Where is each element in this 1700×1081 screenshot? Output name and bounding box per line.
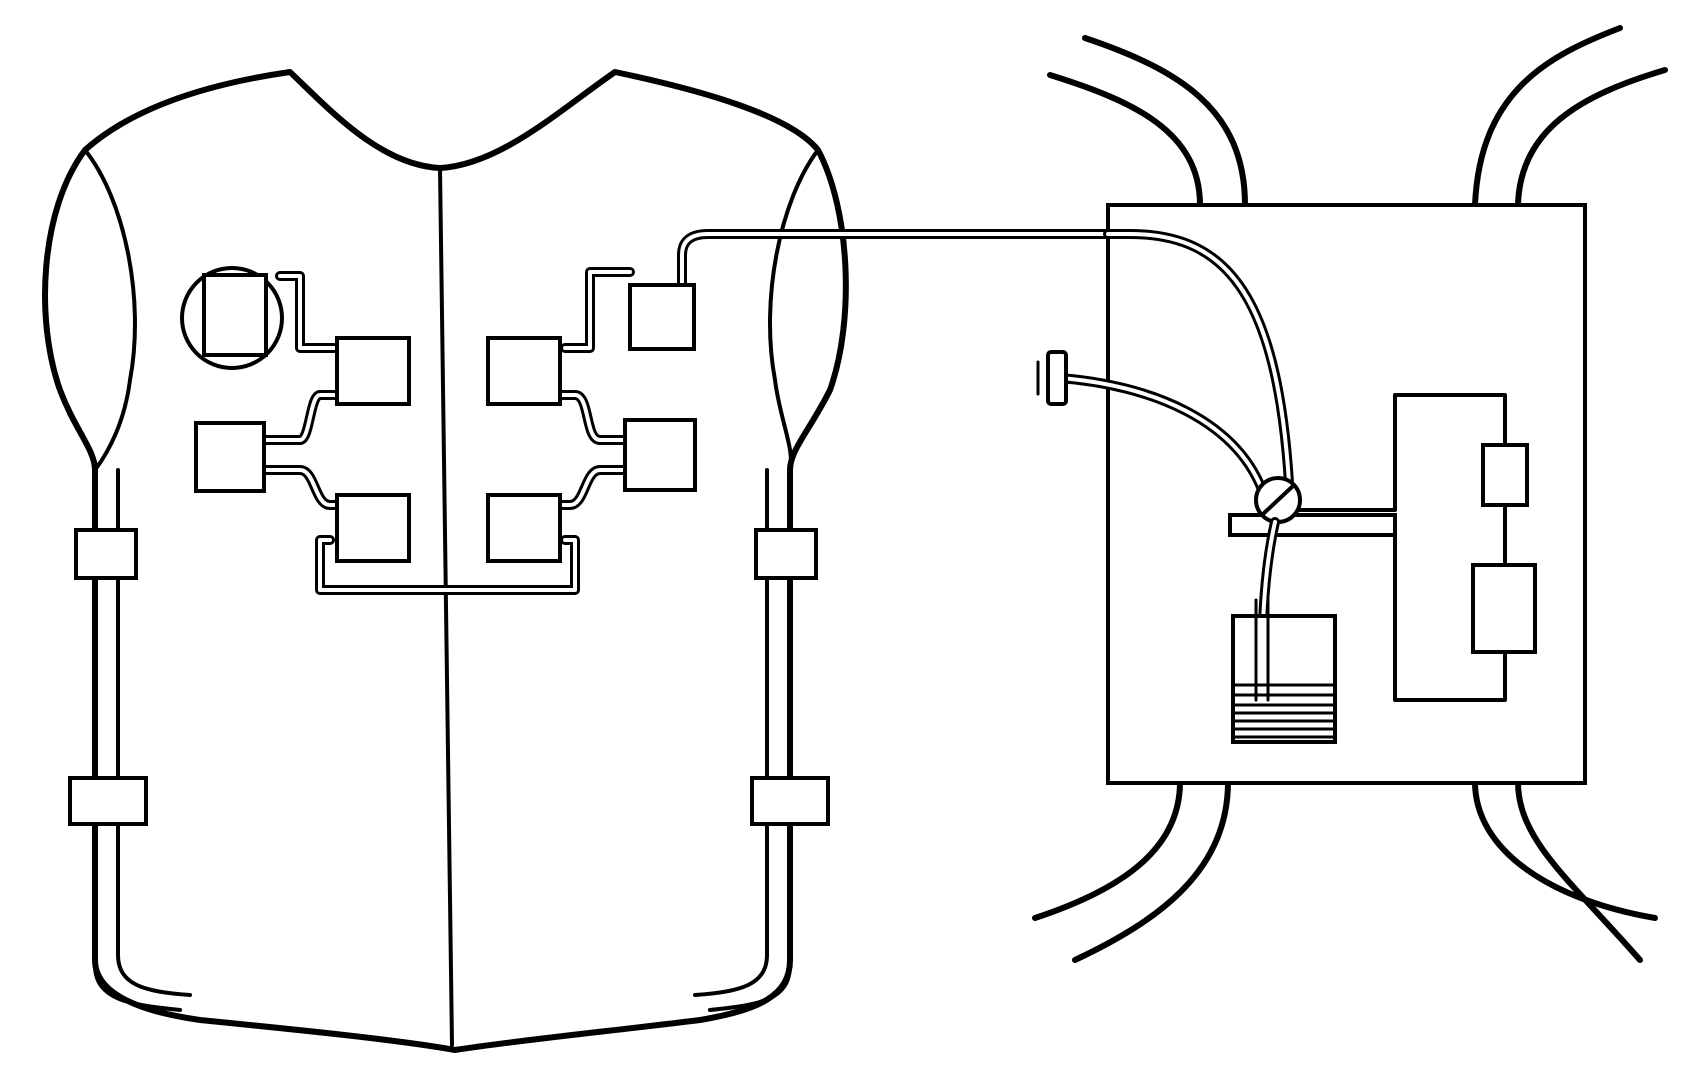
left-buckle-lower [68,776,148,826]
left-pad-3 [194,421,266,493]
right-side-strap-inner [693,468,769,997]
bottom-left-strap-outer [1032,779,1183,921]
right-buckle-upper [754,528,818,580]
manifold-bar [1228,513,1397,537]
right-buckle-lower [750,776,830,826]
left-pad-4 [335,493,411,563]
left-side-strap [93,468,182,1012]
vest-center-line [438,166,454,1047]
top-left-strap-outer [1047,72,1203,208]
circuit-resistor [1481,443,1529,507]
control-unit [1032,25,1668,963]
left-side-strap-inner [116,468,192,997]
right-pad-1 [628,283,696,351]
bottom-left-strap-inner [1072,779,1231,963]
vest-pads [180,266,697,563]
left-sensor-circle [180,266,284,370]
circuit-battery [1471,563,1537,654]
left-armhole [83,148,137,472]
bottom-right-strap-outer [1472,779,1658,921]
left-buckle-upper [74,528,138,580]
right-side-strap [708,468,792,1012]
bottom-right-strap-inner [1515,779,1643,963]
top-right-strap-inner [1515,67,1668,208]
right-armhole [768,148,820,472]
right-pad-3 [623,418,697,492]
reservoir [1231,614,1337,744]
inlet-connector [1046,350,1068,406]
top-right-strap-outer [1472,25,1623,208]
circuit-wiring [1298,393,1507,512]
vest-outline [42,69,849,1053]
right-pad-2 [486,336,562,406]
left-pad-2 [335,336,411,406]
reservoir-fluid-lines [1233,683,1335,739]
left-pad-1 [202,273,268,357]
right-pad-4 [486,493,562,563]
vest [42,69,849,1053]
top-left-strap-inner [1082,35,1248,208]
